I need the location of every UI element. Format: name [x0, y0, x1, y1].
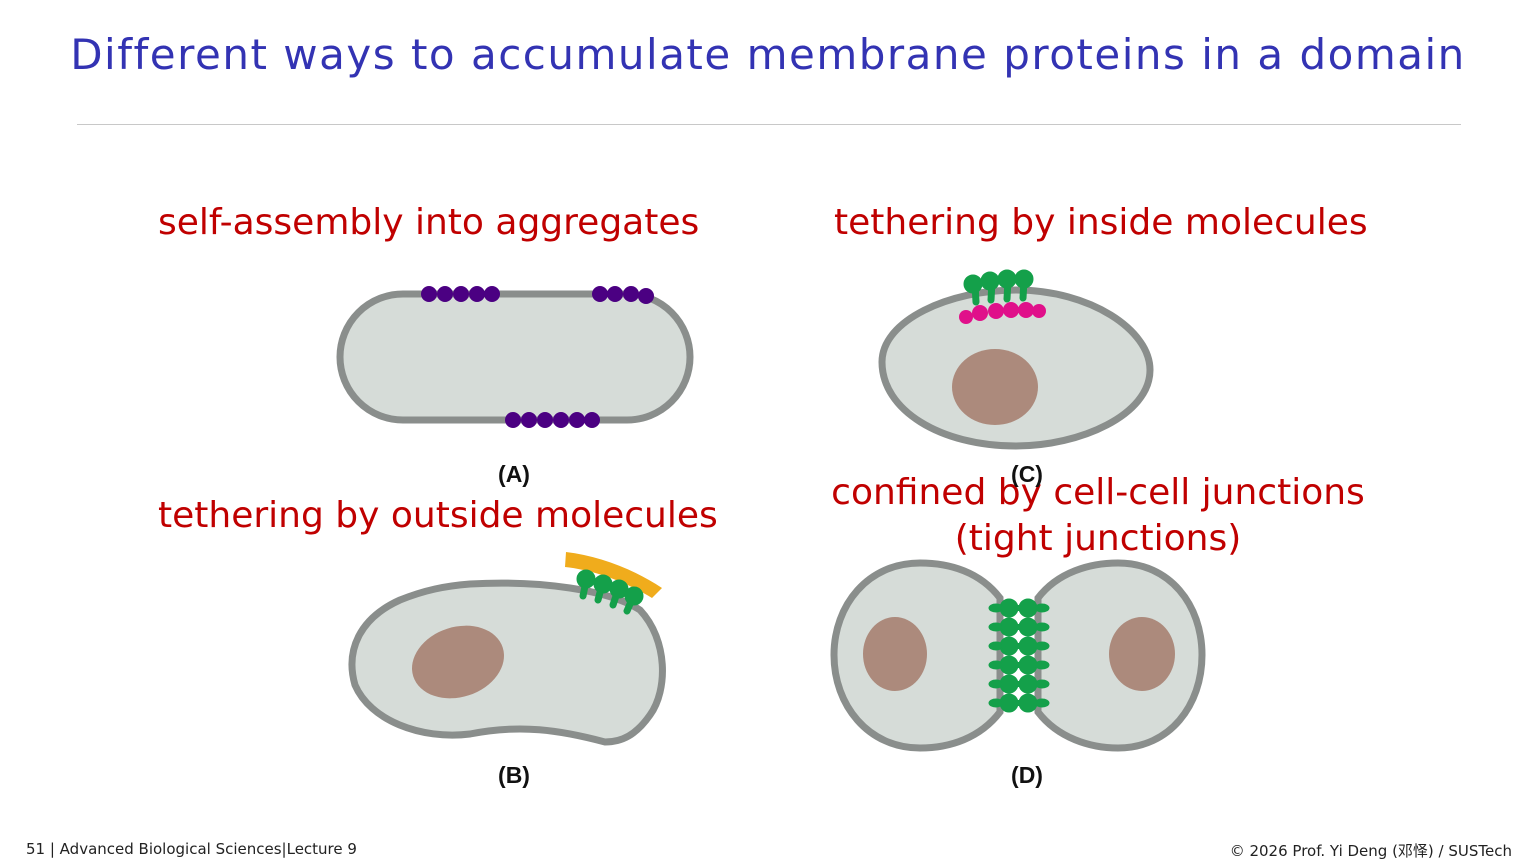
panel-b-extracellular-matrix [565, 552, 662, 598]
footer-slide-info: 51 | Advanced Biological Sciences|Lectur… [26, 840, 357, 858]
panel-a-aggregate-top-left [421, 286, 500, 302]
panel-d-tight-junction-proteins [988, 598, 1050, 713]
panel-a-cell-diagram [336, 286, 694, 428]
panel-d-label: (D) [1011, 762, 1043, 788]
panel-a-label: (A) [498, 461, 530, 487]
footer-copyright: © 2026 Prof. Yi Deng (邓怿) / SUSTech [1229, 842, 1512, 860]
panel-d-caption-line2: (tight junctions) [954, 518, 1242, 559]
panel-d-caption-line1: confined by cell-cell junctions [831, 472, 1365, 513]
panel-b-nucleus [412, 625, 504, 699]
slide-title: Different ways to accumulate membrane pr… [70, 30, 1466, 79]
panel-b-cell-diagram [348, 552, 666, 746]
panel-a-aggregate-bottom [505, 412, 600, 428]
panel-c-cell-diagram [878, 269, 1154, 450]
panel-c-label: (C) [1011, 461, 1043, 487]
panel-c-caption: tethering by inside molecules [834, 202, 1368, 243]
panel-b-caption: tethering by outside molecules [158, 495, 718, 536]
panel-b-label: (B) [498, 762, 530, 788]
panel-b-green-proteins [576, 569, 644, 615]
panel-b-cell [348, 579, 666, 746]
panel-a-cell [336, 290, 694, 424]
panel-c-nucleus [952, 349, 1038, 425]
panel-c-green-proteins [963, 269, 1034, 306]
panel-c-magenta-tethers [959, 302, 1046, 324]
panel-a-aggregate-top-right [592, 286, 654, 304]
panel-d-right-nucleus [1109, 617, 1175, 691]
panel-d-cell-diagram [830, 559, 1206, 752]
panel-d-left-nucleus [863, 617, 927, 691]
panel-a-caption: self-assembly into aggregates [158, 202, 700, 243]
title-divider [77, 124, 1461, 125]
